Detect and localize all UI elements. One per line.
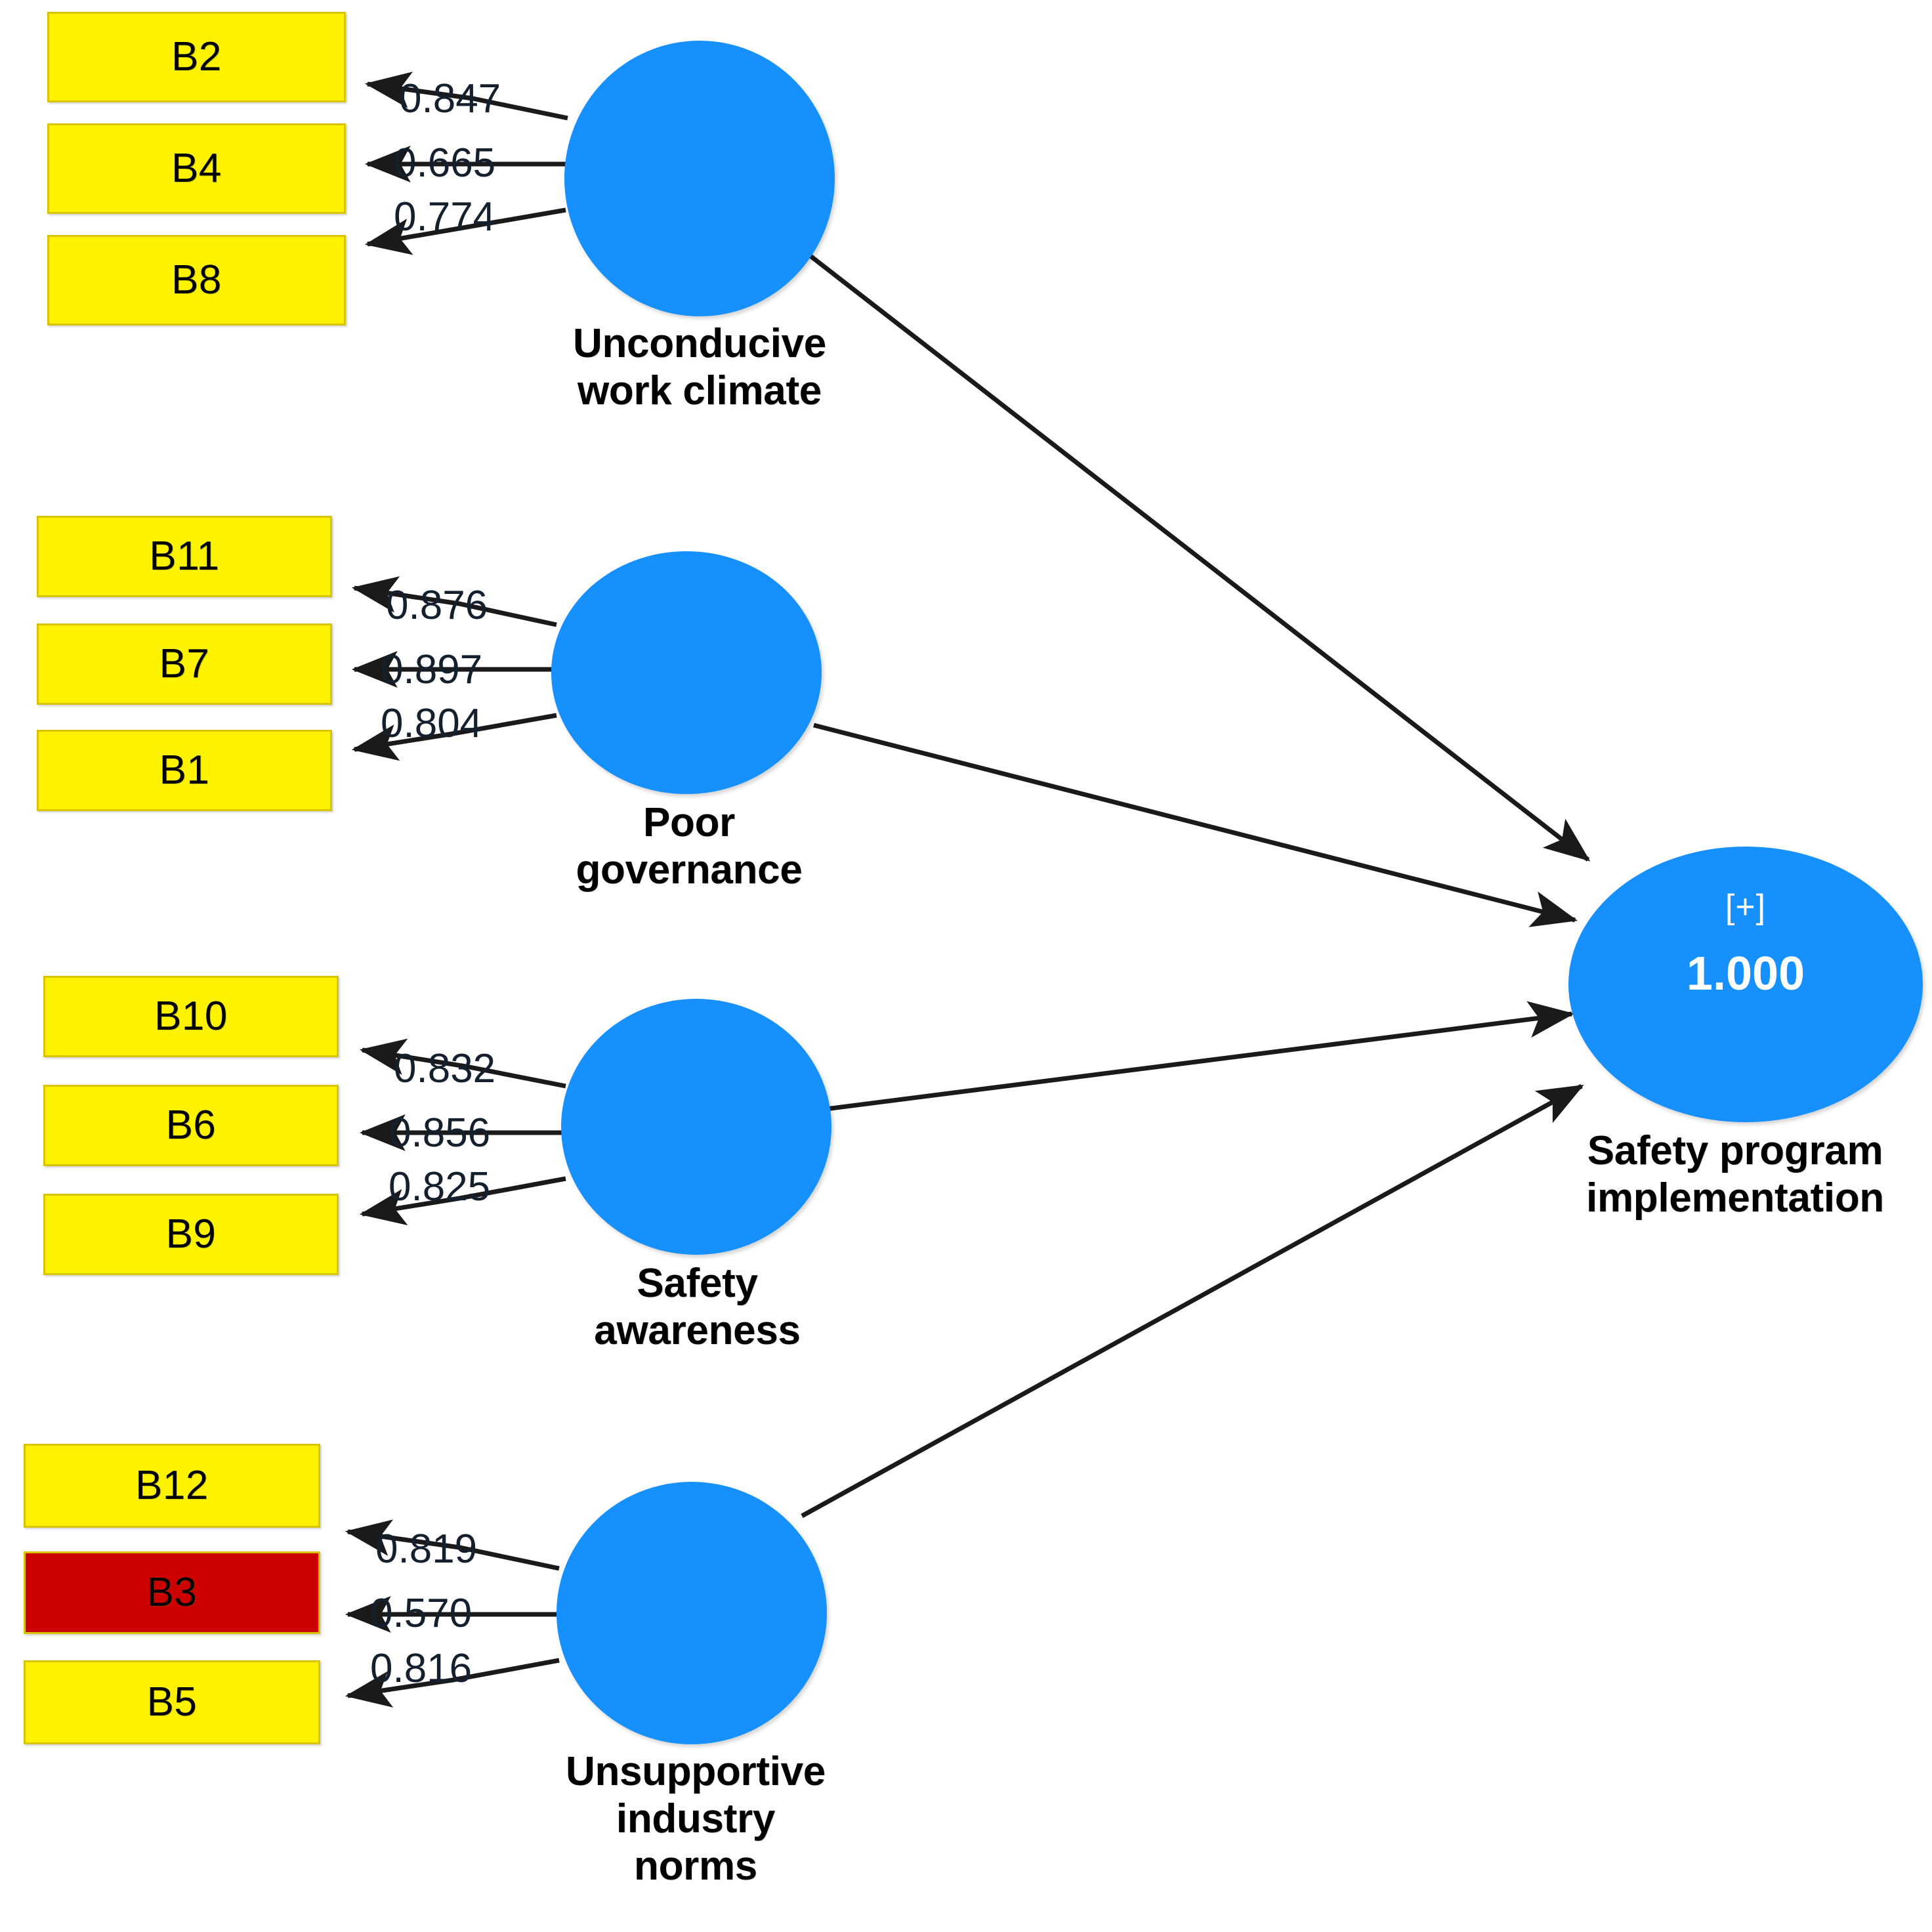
construct-label-unsupportive-industry-norms: Unsupportive industry norms [512, 1748, 879, 1890]
indicator-label: B1 [159, 747, 210, 793]
construct-label-line: governance [576, 847, 803, 892]
indicator-box-b11[interactable]: B11 [37, 516, 332, 597]
loading-value-b4: 0.665 [394, 140, 496, 186]
expand-badge-icon[interactable]: [+] [1725, 888, 1767, 926]
indicator-box-b4[interactable]: B4 [47, 123, 346, 214]
edge-pg-spi [813, 723, 1578, 927]
indicator-box-b9[interactable]: B9 [43, 1194, 339, 1275]
loading-value-b10: 0.832 [394, 1046, 496, 1091]
loading-value-b8: 0.774 [394, 194, 496, 240]
loading-value-b12: 0.819 [375, 1526, 478, 1572]
construct-label-poor-governance: Poor governance [512, 799, 866, 894]
indicator-label: B12 [135, 1463, 209, 1508]
r-square-value: 1.000 [1686, 948, 1805, 1000]
indicator-label: B6 [165, 1102, 217, 1148]
indicator-label: B4 [171, 146, 222, 191]
indicator-box-b3[interactable]: B3 [24, 1551, 320, 1634]
edge-wc-spi [800, 247, 1591, 862]
indicator-label: B2 [171, 34, 222, 79]
edge-uin-spi [801, 1083, 1584, 1519]
indicator-label: B9 [165, 1211, 217, 1257]
indicator-label: B11 [149, 534, 220, 579]
indicator-label: B10 [154, 994, 228, 1039]
indicator-box-b2[interactable]: B2 [47, 12, 346, 102]
construct-label-unconducive-work-climate: Unconducive work climate [518, 320, 881, 415]
indicator-label: B5 [146, 1679, 198, 1725]
construct-label-safety-awareness: Safety awareness [518, 1260, 876, 1354]
construct-circle-safety-awareness[interactable] [561, 999, 831, 1255]
indicator-box-b5[interactable]: B5 [24, 1660, 320, 1744]
construct-ellipse-safety-program-implementation[interactable]: [+] 1.000 [1568, 847, 1923, 1122]
loading-value-b3: 0.570 [370, 1591, 472, 1636]
loading-value-b2: 0.847 [399, 76, 501, 121]
loading-value-b5: 0.816 [370, 1646, 472, 1691]
indicator-box-b10[interactable]: B10 [43, 976, 339, 1057]
construct-label-line: Poor [642, 800, 736, 845]
indicator-label: B8 [171, 257, 222, 303]
construct-circle-unconducive-work-climate[interactable] [564, 41, 835, 316]
construct-label-line: industry [616, 1796, 776, 1841]
construct-label-line: Unconducive [573, 321, 826, 366]
loading-value-b9: 0.825 [388, 1164, 491, 1209]
construct-circle-unsupportive-industry-norms[interactable] [556, 1482, 827, 1744]
loading-value-b7: 0.897 [381, 647, 483, 692]
indicator-box-b1[interactable]: B1 [37, 730, 332, 811]
indicator-box-b7[interactable]: B7 [37, 623, 332, 705]
loading-value-b1: 0.804 [381, 701, 483, 746]
indicator-box-b12[interactable]: B12 [24, 1444, 320, 1528]
indicator-box-b6[interactable]: B6 [43, 1085, 339, 1166]
construct-label-line: awareness [594, 1307, 801, 1353]
indicator-box-b8[interactable]: B8 [47, 235, 346, 326]
indicator-label: B3 [146, 1570, 198, 1615]
construct-label-line: implementation [1586, 1175, 1884, 1221]
construct-label-line: work climate [577, 368, 822, 413]
construct-circle-poor-governance[interactable] [551, 551, 822, 794]
loading-value-b6: 0.856 [388, 1110, 491, 1156]
construct-label-line: Safety [637, 1261, 758, 1306]
loading-value-b11: 0.876 [386, 583, 488, 628]
construct-label-safety-program-implementation: Safety program implementation [1538, 1127, 1932, 1222]
edge-sa-spi [825, 1001, 1575, 1112]
construct-label-line: norms [634, 1843, 757, 1889]
construct-label-line: Safety program [1587, 1128, 1883, 1173]
construct-label-line: Unsupportive [566, 1749, 826, 1794]
indicator-label: B7 [159, 641, 210, 686]
